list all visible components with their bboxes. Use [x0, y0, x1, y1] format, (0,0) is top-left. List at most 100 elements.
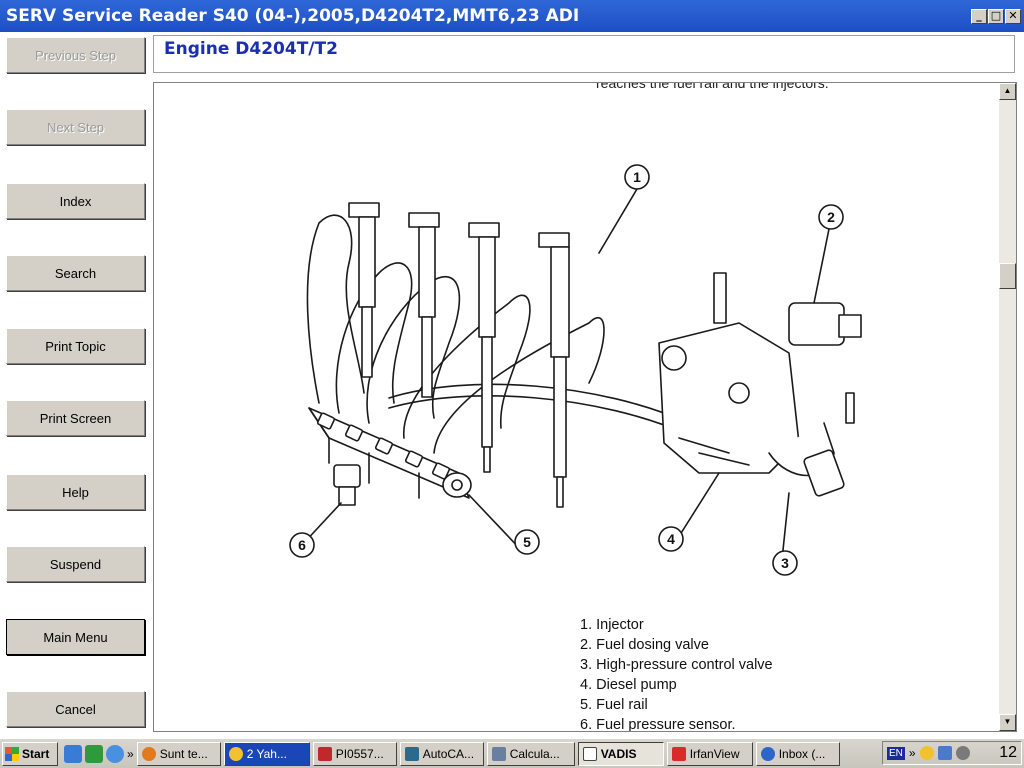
taskbar-item-label: IrfanView	[689, 746, 740, 761]
callout-4: 4	[658, 526, 684, 552]
irfanview-icon	[671, 746, 686, 761]
rail-fitting	[404, 450, 424, 468]
taskbar-item[interactable]: IrfanView	[666, 741, 753, 766]
legend-item: 6. Fuel pressure sensor.	[580, 717, 736, 732]
component-legend: 1. Injector 2. Fuel dosing valve 3. High…	[580, 615, 773, 732]
taskbar-item-label: Sunt te...	[159, 746, 208, 761]
suspend-button[interactable]: Suspend	[6, 546, 145, 582]
autocad-icon	[404, 746, 419, 761]
taskbar-item[interactable]: Calcula...	[486, 741, 575, 766]
fuel-system-diagram: 1 2 3 4 5 6	[289, 164, 862, 576]
content-text-fragment: reaches the fuel rail and the injectors.	[596, 82, 829, 91]
start-button[interactable]: Start	[2, 741, 58, 766]
injector	[348, 202, 380, 378]
app-quicklaunch-icon[interactable]	[85, 744, 103, 763]
taskbar-item[interactable]: AutoCA...	[399, 741, 484, 766]
taskbar-item[interactable]: 2 Yah...	[223, 741, 310, 766]
callout-1: 1	[624, 164, 650, 190]
taskbar-item-label: AutoCA...	[422, 746, 475, 761]
windows-logo-icon	[5, 746, 19, 761]
internet-explorer-icon[interactable]	[106, 744, 124, 763]
language-indicator[interactable]: EN	[887, 746, 905, 760]
legend-item: 4. Diesel pump	[580, 677, 677, 693]
print-topic-button[interactable]: Print Topic	[6, 328, 145, 364]
injector	[538, 232, 570, 508]
start-label: Start	[22, 746, 50, 761]
fuel-line	[433, 316, 605, 454]
search-button[interactable]: Search	[6, 255, 145, 291]
content-panel: reaches the fuel rail and the injectors.	[153, 82, 1017, 732]
close-button[interactable]: ✕	[1005, 8, 1021, 24]
rail-fitting	[431, 462, 451, 480]
leader-line	[598, 188, 638, 254]
minimize-button[interactable]: _	[971, 8, 987, 24]
taskbar-item-label: 2 Yah...	[246, 746, 287, 761]
clock[interactable]: 12	[999, 744, 1017, 761]
inbox-icon	[760, 746, 775, 761]
taskbar: Start » Sunt te... 2 Yah... PI0557... Au…	[0, 738, 1024, 768]
callout-2: 2	[818, 204, 844, 230]
taskbar-item-label: Calcula...	[509, 746, 560, 761]
window-title: SERV Service Reader S40 (04-),2005,D4204…	[6, 6, 580, 26]
callout-3-label: 3	[781, 555, 789, 571]
cancel-button[interactable]: Cancel	[6, 691, 145, 727]
page-title: Engine D4204T/T2	[164, 39, 338, 59]
main-menu-button[interactable]: Main Menu	[6, 619, 145, 655]
callout-4-label: 4	[667, 531, 675, 547]
desktop-icon[interactable]	[64, 744, 82, 763]
leader-line	[468, 494, 524, 553]
callout-3: 3	[772, 550, 798, 576]
volume-tray-icon[interactable]	[955, 746, 970, 760]
callout-6-label: 6	[298, 537, 306, 553]
index-button[interactable]: Index	[6, 183, 145, 219]
firefox-icon	[141, 746, 156, 761]
help-button[interactable]: Help	[6, 474, 145, 510]
rail-fitting	[344, 424, 364, 442]
callout-5-label: 5	[523, 534, 531, 550]
window-controls: _ □ ✕	[971, 8, 1021, 24]
leader-line	[813, 228, 830, 304]
quicklaunch-overflow-icon[interactable]: »	[127, 746, 134, 761]
fuel-line	[366, 276, 461, 424]
taskbar-item[interactable]: PI0557...	[312, 741, 397, 766]
print-screen-button[interactable]: Print Screen	[6, 400, 145, 436]
injector	[408, 212, 440, 398]
fuel-rail-end-cap	[451, 479, 463, 491]
quick-launch: »	[64, 744, 134, 763]
callout-6: 6	[289, 532, 315, 558]
fuel-rail-end	[442, 472, 472, 498]
fuel-line	[335, 262, 413, 414]
next-step-button[interactable]: Next Step	[6, 109, 145, 145]
rail-bracket	[328, 437, 420, 499]
window-titlebar: SERV Service Reader S40 (04-),2005,D4204…	[0, 0, 1024, 32]
network-tray-icon[interactable]	[937, 746, 952, 760]
taskbar-item-label: PI0557...	[335, 746, 384, 761]
system-tray: EN » 12	[882, 741, 1022, 765]
scroll-down-button[interactable]: ▼	[999, 714, 1016, 731]
vadis-icon	[582, 746, 597, 761]
callout-1-label: 1	[633, 169, 641, 185]
messenger-tray-icon[interactable]	[919, 746, 934, 760]
taskbar-item[interactable]: VADIS	[577, 741, 664, 766]
taskbar-item[interactable]: Inbox (...	[755, 741, 840, 766]
scroll-thumb[interactable]	[999, 263, 1016, 289]
fuel-pressure-sensor-body	[338, 486, 356, 506]
diesel-pump	[658, 272, 862, 497]
yahoo-messenger-icon	[228, 746, 243, 761]
rail-fitting	[316, 412, 336, 430]
maximize-button[interactable]: □	[988, 8, 1004, 24]
taskbar-item-label: VADIS	[600, 746, 637, 761]
injector	[468, 222, 500, 473]
scroll-up-button[interactable]: ▲	[999, 83, 1016, 100]
vertical-scrollbar[interactable]: ▲ ▼	[999, 83, 1016, 731]
topic-header: Engine D4204T/T2	[153, 35, 1015, 73]
legend-item: 2. Fuel dosing valve	[580, 637, 709, 653]
taskbar-item-label: Inbox (...	[778, 746, 826, 761]
tray-overflow-icon[interactable]: »	[908, 746, 916, 760]
navigation-panel: Previous Step Next Step Index Search Pri…	[0, 32, 152, 738]
legend-item: 3. High-pressure control valve	[580, 657, 773, 673]
taskbar-item[interactable]: Sunt te...	[136, 741, 221, 766]
previous-step-button[interactable]: Previous Step	[6, 37, 145, 73]
callout-5: 5	[514, 529, 540, 555]
callout-2-label: 2	[827, 209, 835, 225]
